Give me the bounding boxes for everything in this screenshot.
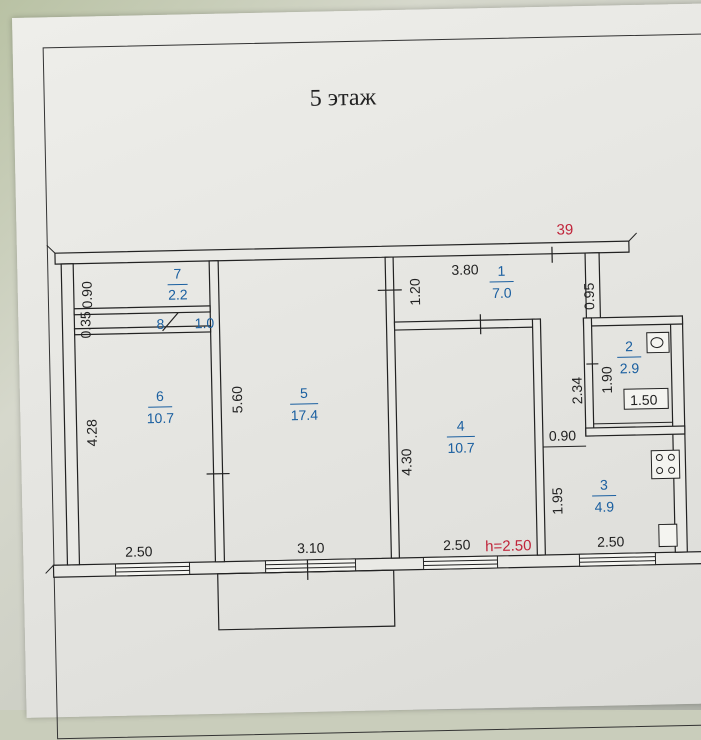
- dim-1-50: 1.50: [630, 392, 658, 409]
- dim-4-28: 4.28: [83, 419, 100, 447]
- room-4-area: 10.7: [447, 439, 475, 456]
- dim-0-35: 0.35: [77, 311, 94, 339]
- room-3-area: 4.9: [594, 498, 614, 514]
- bath-left-wall: [583, 318, 593, 436]
- room-8-number: 8: [156, 316, 164, 332]
- floor-plan: 5 этаж: [12, 3, 701, 718]
- dim-2-50-room4: 2.50: [443, 537, 471, 554]
- paper-sheet: 5 этаж: [12, 3, 701, 718]
- bath-top-wall: [583, 316, 682, 326]
- dim-2-50-room3: 2.50: [597, 533, 625, 550]
- dim-0-90-top: 0.90: [79, 281, 96, 309]
- dim-1-95: 1.95: [549, 487, 566, 515]
- room-1-number: 1: [497, 263, 505, 279]
- room-4-number: 4: [457, 418, 465, 434]
- dim-0-90-mid: 0.90: [549, 427, 577, 444]
- dim-0-95: 0.95: [581, 282, 598, 310]
- walls: [47, 240, 701, 578]
- room-2-area: 2.9: [620, 360, 640, 376]
- window-room4: [423, 556, 497, 570]
- dim-5-60: 5.60: [229, 386, 246, 414]
- room4-right-wall: [532, 319, 545, 555]
- dim-1-90: 1.90: [598, 366, 615, 394]
- room-3-number: 3: [600, 477, 608, 493]
- partition-5-4: [385, 257, 399, 558]
- room4-top-wall: [394, 319, 534, 330]
- room-2-number: 2: [625, 338, 633, 354]
- floor-title: 5 этаж: [309, 84, 376, 111]
- dim-3-10: 3.10: [297, 540, 325, 557]
- dim-2-34: 2.34: [569, 377, 586, 405]
- balcony: [218, 570, 395, 630]
- dim-3-80: 3.80: [451, 261, 479, 278]
- room-6-number: 6: [156, 388, 164, 404]
- top-wall: [55, 241, 629, 264]
- room-5-area: 17.4: [291, 407, 319, 424]
- ceiling-height: h=2.50: [485, 537, 532, 555]
- dim-1-20: 1.20: [407, 278, 424, 306]
- room-7-number: 7: [173, 266, 181, 282]
- dim-2-50-room6: 2.50: [125, 543, 153, 560]
- bath-bottom-wall: [586, 426, 685, 436]
- sink-icon: [659, 524, 677, 546]
- room-8-area: 1.0: [195, 315, 215, 331]
- stove-icon: [651, 450, 680, 479]
- room-7-area: 2.2: [168, 286, 188, 302]
- closet-wall-2: [75, 326, 211, 335]
- window-room3: [579, 553, 655, 567]
- inner-lines: [39, 232, 701, 574]
- plan-number: 39: [556, 221, 573, 238]
- room-5-number: 5: [300, 385, 308, 401]
- room-6-area: 10.7: [147, 410, 175, 427]
- dim-4-30: 4.30: [398, 448, 415, 476]
- window-room6: [115, 562, 189, 576]
- partition-6-5: [209, 261, 224, 562]
- room-1-area: 7.0: [492, 285, 512, 301]
